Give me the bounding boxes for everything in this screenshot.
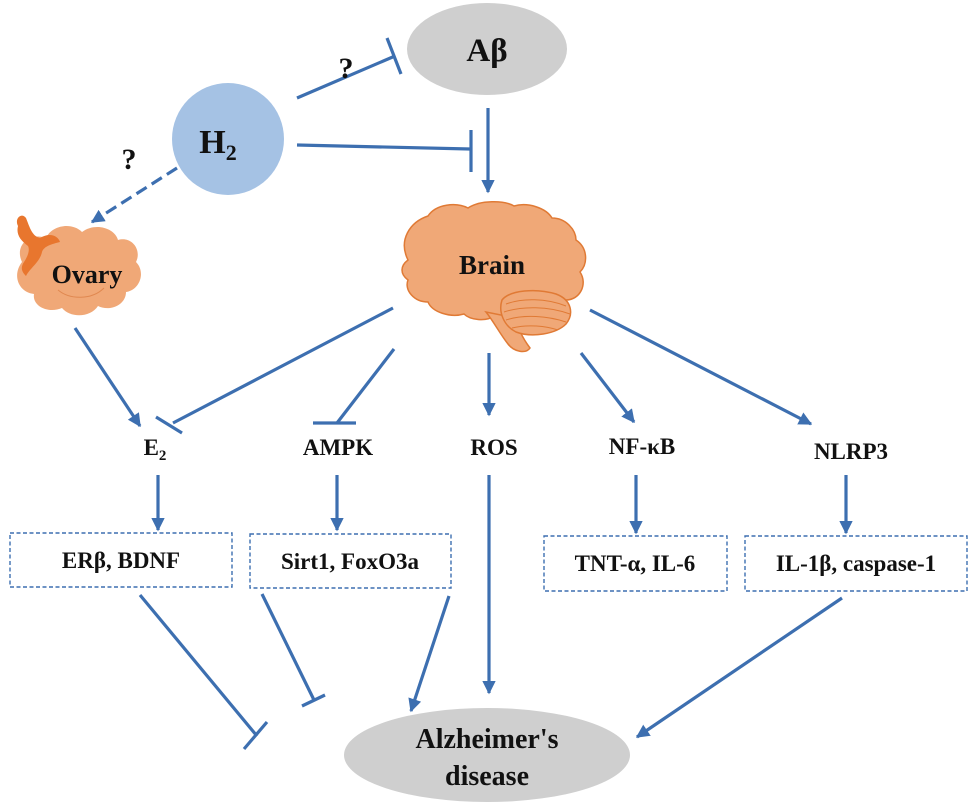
alzheimers-label-line1: Alzheimer's [415, 724, 558, 755]
question-mark-ovary: ? [122, 143, 137, 176]
edge-brain-to-nlrp3 [589, 308, 813, 426]
node-abeta: Aβ [407, 3, 567, 95]
edge-brain-to-nfkb [579, 352, 636, 424]
box-il1b-caspase1-border [744, 535, 968, 592]
edge-h2-inhibits-abeta-bar [385, 37, 403, 75]
edge-brain-inhibits-ampk [335, 348, 396, 424]
alzheimers-label-line2: disease [445, 761, 529, 792]
edge-brain-inhibits-e2 [172, 306, 394, 425]
e2-label: E2 [144, 435, 167, 464]
ampk-label: AMPK [303, 435, 373, 460]
question-mark-abeta: ? [339, 52, 354, 85]
edge-h2-to-ovary-dashed [90, 166, 178, 224]
e2-label-subscript: 2 [159, 448, 167, 464]
edge-erb-inhibits-ad-bar [242, 720, 269, 751]
box-erb-bdnf-label: ERβ, BDNF [62, 548, 180, 573]
cerebellum-folds [503, 299, 571, 331]
ros-label: ROS [470, 435, 517, 460]
abeta-ellipse [407, 3, 567, 95]
edge-sirt-inhibits-ad-bar [301, 693, 326, 708]
edge-ovary-to-e2 [73, 327, 142, 428]
node-alzheimers-disease: Alzheimer's disease [344, 708, 630, 802]
edge-h2-inhibits-abeta-brain [296, 143, 471, 151]
node-brain: Brain [401, 201, 587, 353]
edges [73, 37, 853, 751]
h2-label-base: H [199, 124, 225, 161]
h2-label-subscript: 2 [226, 140, 237, 165]
box-il1b-caspase1: IL-1β, caspase-1 [744, 535, 968, 592]
abeta-label: Aβ [466, 33, 507, 69]
edge-sirt-inhibits-ad [260, 593, 316, 701]
nfkb-label: NF-κB [609, 434, 675, 459]
h2-circle [172, 83, 284, 195]
edge-erb-inhibits-ad [138, 593, 259, 738]
box-tnt-il6-border [543, 535, 728, 592]
box-erb-bdnf: ERβ, BDNF [9, 532, 233, 588]
edge-h2-inhibits-abeta [296, 54, 396, 100]
box-erb-bdnf-border [9, 532, 233, 588]
box-tnt-il6-label: TNT-α, IL-6 [575, 551, 696, 576]
box-sirt1-foxo3a: Sirt1, FoxO3a [249, 533, 452, 589]
alzheimers-ellipse [344, 708, 630, 802]
box-sirt1-foxo3a-border [249, 533, 452, 589]
e2-label-base: E [144, 435, 159, 460]
box-il1b-caspase1-label: IL-1β, caspase-1 [776, 551, 936, 576]
h2-label: H2 [199, 124, 236, 165]
box-tnt-il6: TNT-α, IL-6 [543, 535, 728, 592]
nlrp3-label: NLRP3 [814, 439, 888, 464]
box-sirt1-foxo3a-label: Sirt1, FoxO3a [281, 549, 419, 574]
ovary-fimbria [16, 215, 61, 276]
ovary-shape [17, 226, 141, 316]
ovary-label: Ovary [52, 260, 123, 289]
brain-label: Brain [459, 250, 525, 280]
edge-tnt-to-ad [408, 595, 451, 713]
brain-cerebellum [500, 289, 572, 336]
edge-brain-inhibits-e2-bar [155, 415, 183, 435]
ovary-follicle-curve [57, 287, 105, 298]
node-ovary: Ovary [16, 215, 141, 316]
edge-il1-to-ad [635, 596, 843, 739]
node-h2: H2 [172, 83, 284, 195]
